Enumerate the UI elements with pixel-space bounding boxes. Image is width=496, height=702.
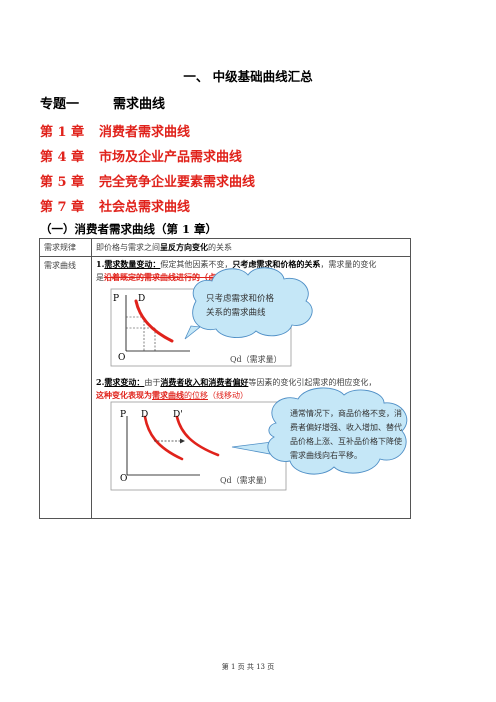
row-label-demand-law: 需求规律: [44, 243, 76, 252]
graph1-p-label: P: [113, 294, 119, 304]
point-movement-text: 沿着既定的需求曲线进行的（点移动）: [104, 272, 240, 282]
chapter-7: 第 7 章社会总需求曲线: [40, 196, 190, 215]
chapter-name: 市场及企业产品需求曲线: [99, 150, 243, 165]
graph1-callout-line1: 只考虑需求和价格: [206, 293, 275, 304]
row-label-demand-curve: 需求曲线: [44, 261, 76, 270]
topic-heading: 专题一 需求曲线: [40, 93, 165, 112]
chapter-name: 消费者需求曲线: [99, 125, 191, 140]
page-title: 一、 中级基础曲线汇总: [183, 69, 313, 84]
graph1-callout-line2: 关系的需求曲线: [206, 307, 266, 318]
graph1-quantity-label: Qd（需求量）: [230, 354, 282, 364]
graph2-origin-label: O: [120, 474, 127, 484]
graph2-callout-cloud: 通常情况下，商品价格不变，消 费者偏好增强、收入增加、替代 品价格上涨、互补品价…: [231, 387, 408, 475]
graph2-demand-curve-d-prime: [175, 415, 220, 457]
chapter-name: 社会总需求曲线: [99, 200, 191, 215]
chapter-number: 第 7 章: [40, 200, 85, 215]
chapter-1: 第 1 章消费者需求曲线: [40, 121, 190, 140]
demand-change-heading: 需求变动：: [104, 377, 145, 387]
graph2-shift-arrowhead: [180, 438, 185, 444]
graph2-d-label: D: [141, 410, 148, 420]
chapter-name: 完全竞争企业要素需求曲线: [99, 175, 256, 190]
page-footer: 第 1 页 共 13 页: [221, 663, 275, 671]
topic-name: 需求曲线: [113, 97, 166, 112]
graph1-origin-label: O: [118, 353, 125, 363]
graph2-p-label: P: [120, 410, 126, 420]
graph2-callout-line1: 通常情况下，商品价格不变，消: [290, 408, 402, 418]
table-divider-vertical: [91, 239, 92, 518]
graph1-demand-curve: [134, 299, 174, 343]
chapter-5: 第 5 章完全竞争企业要素需求曲线: [40, 171, 255, 190]
chapter-4: 第 4 章市场及企业产品需求曲线: [40, 146, 242, 165]
graph2-demand-curve-d: [143, 415, 184, 461]
quantity-change-paragraph: 1.需求数量变动：假定其他因素不变，只考虑需求和价格的关系，需求量的变化 是沿着…: [96, 259, 377, 282]
graph1-d-label: D: [138, 294, 145, 304]
graph2-callout-line2: 费者偏好增强、收入增加、替代: [290, 422, 402, 432]
graph2-quantity-label: Qd（需求量）: [220, 475, 272, 485]
graph2-callout-line4: 需求曲线向右平移。: [290, 450, 362, 460]
graph2-callout-line3: 品价格上涨、互补品价格下降使: [290, 436, 402, 446]
quantity-change-heading: 需求数量变动：: [104, 259, 161, 269]
demand-law-text: 即价格与需求之间呈反方向变化的关系: [96, 242, 232, 252]
chapter-number: 第 1 章: [40, 125, 85, 140]
topic-label: 专题一: [40, 97, 80, 112]
demand-change-paragraph: 2.需求变动：由于消费者收入和消费者偏好等因素的变化引起需求的相应变化， 这种变…: [96, 377, 377, 400]
chapter-number: 第 5 章: [40, 175, 85, 190]
graph1-callout-cloud: 只考虑需求和价格 关系的需求曲线: [184, 267, 313, 340]
demand-table: 需求规律 即价格与需求之间呈反方向变化的关系 需求曲线 1.需求数量变动：假定其…: [39, 238, 411, 519]
section-heading: （一）消费者需求曲线（第 1 章）: [40, 222, 218, 236]
inverse-relation-text: 呈反方向变化: [160, 242, 208, 252]
graph2-d-prime-label: D': [173, 410, 183, 420]
demand-graphs: P D O Qd（需求量） 只考虑需求和价格 关系的需求曲线 P D D' O …: [110, 267, 408, 491]
chapter-number: 第 4 章: [40, 150, 85, 165]
table-divider-horizontal: [40, 256, 410, 257]
